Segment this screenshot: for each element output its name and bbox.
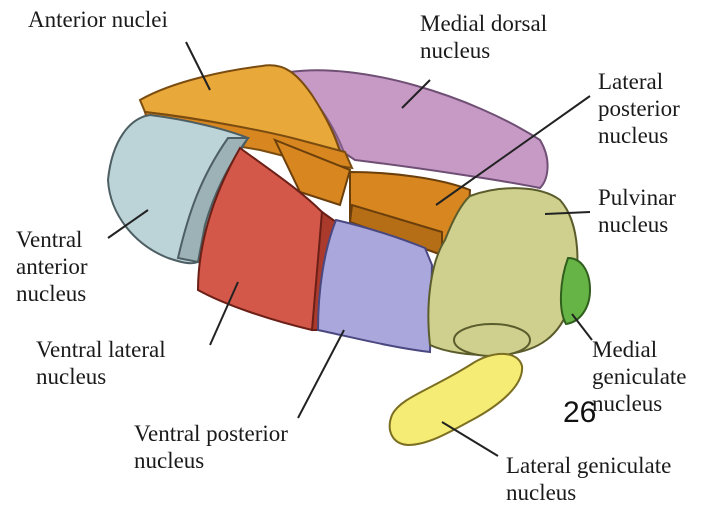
label-line: Medial dorsal: [420, 10, 547, 37]
label-ventral-lateral-nucleus: Ventral lateral nucleus: [36, 336, 166, 390]
label-line: Medial: [592, 336, 687, 363]
label-medial-geniculate-nucleus: Medial geniculate nucleus: [592, 336, 687, 417]
label-ventral-anterior-nucleus: Ventral anterior nucleus: [16, 226, 88, 307]
label-line: nucleus: [598, 122, 680, 149]
label-lateral-posterior-nucleus: Lateral posterior nucleus: [598, 68, 680, 149]
label-pulvinar-nucleus: Pulvinar nucleus: [598, 184, 676, 238]
label-line: Ventral lateral: [36, 336, 166, 363]
label-line: nucleus: [16, 280, 88, 307]
label-line: nucleus: [506, 479, 671, 506]
label-line: nucleus: [36, 363, 166, 390]
label-anterior-nuclei: Anterior nuclei: [28, 6, 168, 33]
label-line: nucleus: [420, 37, 547, 64]
label-line: anterior: [16, 253, 88, 280]
label-line: Anterior nuclei: [28, 6, 168, 33]
label-line: nucleus: [134, 447, 288, 474]
label-line: Lateral: [598, 68, 680, 95]
page-number: 26: [563, 396, 596, 430]
label-line: geniculate: [592, 363, 687, 390]
label-line: Ventral posterior: [134, 420, 288, 447]
label-line: Pulvinar: [598, 184, 676, 211]
label-medial-dorsal-nucleus: Medial dorsal nucleus: [420, 10, 547, 64]
label-lateral-geniculate-nucleus: Lateral geniculate nucleus: [506, 452, 671, 506]
medial-geniculate-nucleus-shape: [561, 258, 590, 324]
label-line: nucleus: [598, 211, 676, 238]
label-line: nucleus: [592, 390, 687, 417]
pulvinar-base: [454, 324, 530, 356]
label-line: posterior: [598, 95, 680, 122]
leader-lateral-geniculate: [442, 422, 498, 456]
label-line: Lateral geniculate: [506, 452, 671, 479]
label-ventral-posterior-nucleus: Ventral posterior nucleus: [134, 420, 288, 474]
label-line: Ventral: [16, 226, 88, 253]
leader-ventral-posterior: [298, 330, 344, 418]
leader-medial-geniculate: [572, 314, 592, 340]
